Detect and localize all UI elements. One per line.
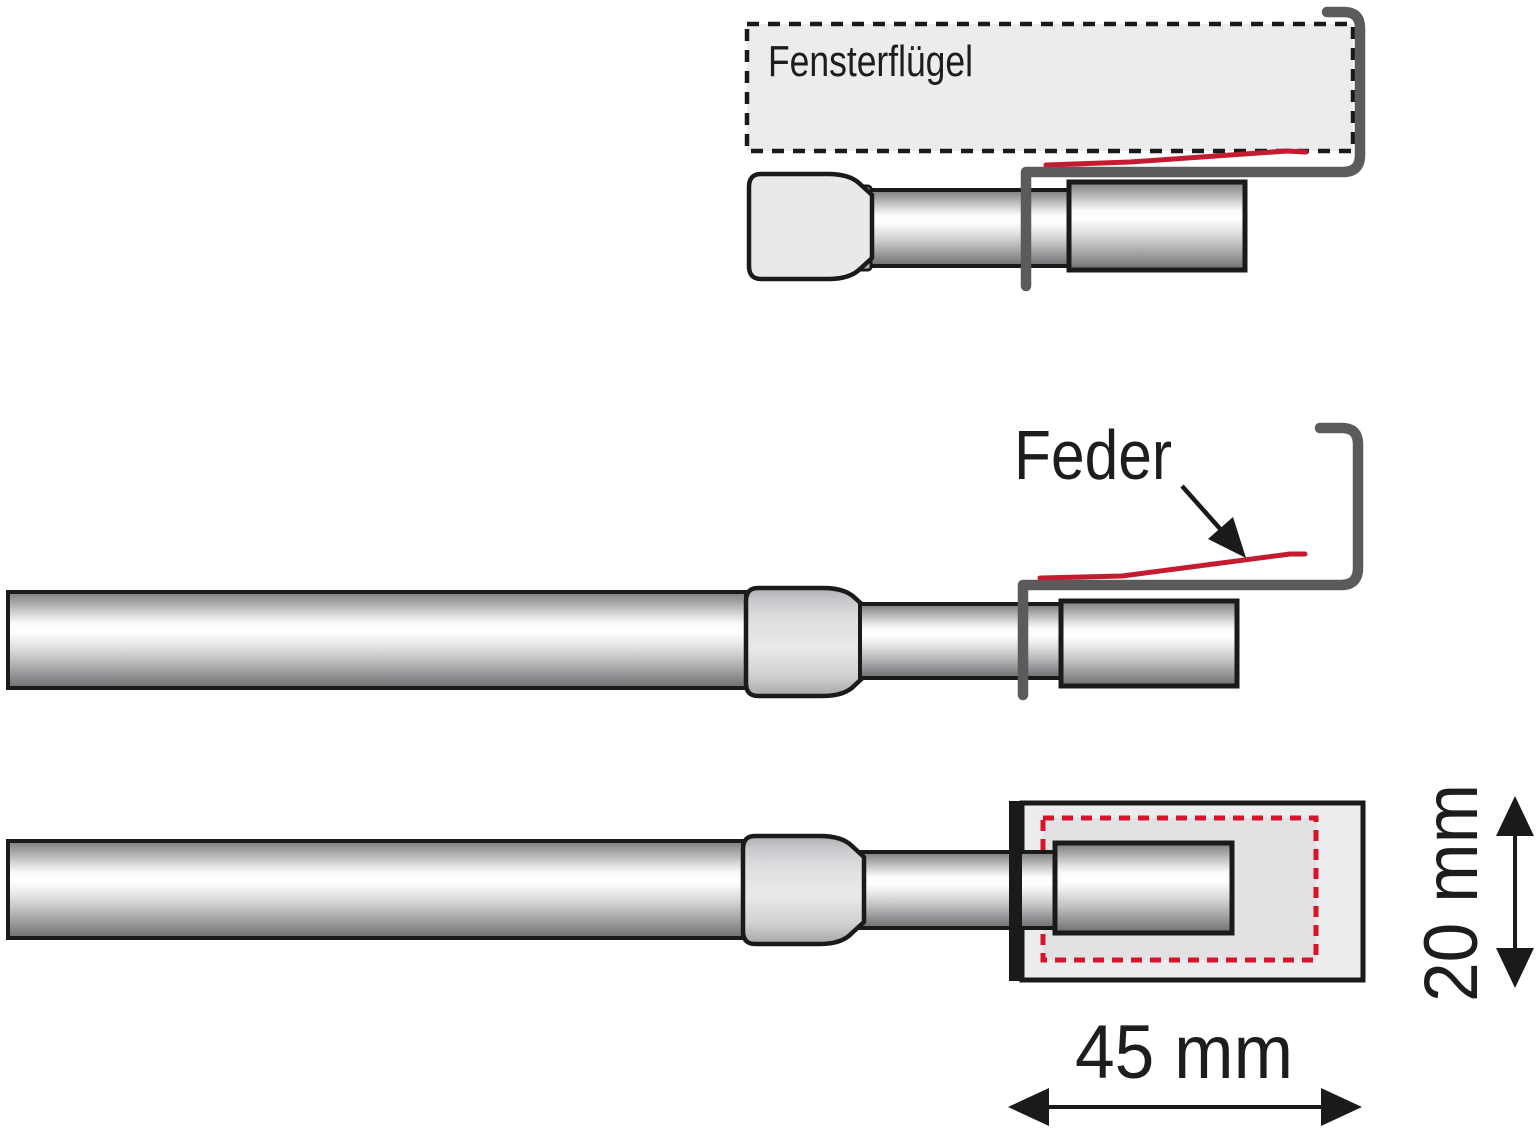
sash-label: Fensterflügel bbox=[768, 37, 973, 86]
spring-wire-middle bbox=[1037, 551, 1308, 581]
window-sash-outline bbox=[744, 21, 1356, 154]
feder-label: Feder bbox=[1014, 416, 1172, 494]
curtain-rod-bottom bbox=[6, 839, 745, 940]
curtain-rod-middle bbox=[6, 590, 748, 690]
spring-wire-top bbox=[1043, 148, 1309, 168]
frame-profile-bracket-middle bbox=[1017, 422, 1364, 701]
feder-pointer-arrow-icon bbox=[1180, 484, 1246, 558]
telescopic-rod-thin-top bbox=[844, 188, 1072, 268]
dimension-20mm-label: 20 mm bbox=[1409, 784, 1494, 1002]
rod-end-cap-top bbox=[746, 171, 875, 282]
rod-collar-bottom bbox=[740, 833, 867, 947]
view-bottom-dimensions: 45 mm 20 mm bbox=[6, 784, 1534, 1126]
clamp-contact-area-outline bbox=[1040, 815, 1319, 963]
rod-collar-middle bbox=[743, 585, 870, 699]
clamp-cylinder-middle bbox=[1058, 598, 1240, 689]
clamp-cylinder-top bbox=[1066, 179, 1248, 273]
view-top-assembled: Fensterflügel bbox=[744, 6, 1366, 292]
dimension-45mm-arrow-icon bbox=[1008, 1088, 1362, 1126]
frame-profile-bracket-top bbox=[1020, 6, 1366, 292]
telescopic-rod-thin-bottom bbox=[855, 850, 1062, 930]
clamp-foot-bar bbox=[1009, 801, 1022, 981]
dimension-20mm-arrow-icon bbox=[1496, 796, 1534, 988]
view-middle-spring-detail: Feder bbox=[6, 416, 1364, 701]
telescopic-rod-thin-middle bbox=[858, 602, 1064, 680]
dimension-45mm-label: 45 mm bbox=[1075, 1010, 1293, 1095]
clamp-cylinder-bottom bbox=[1052, 840, 1235, 936]
